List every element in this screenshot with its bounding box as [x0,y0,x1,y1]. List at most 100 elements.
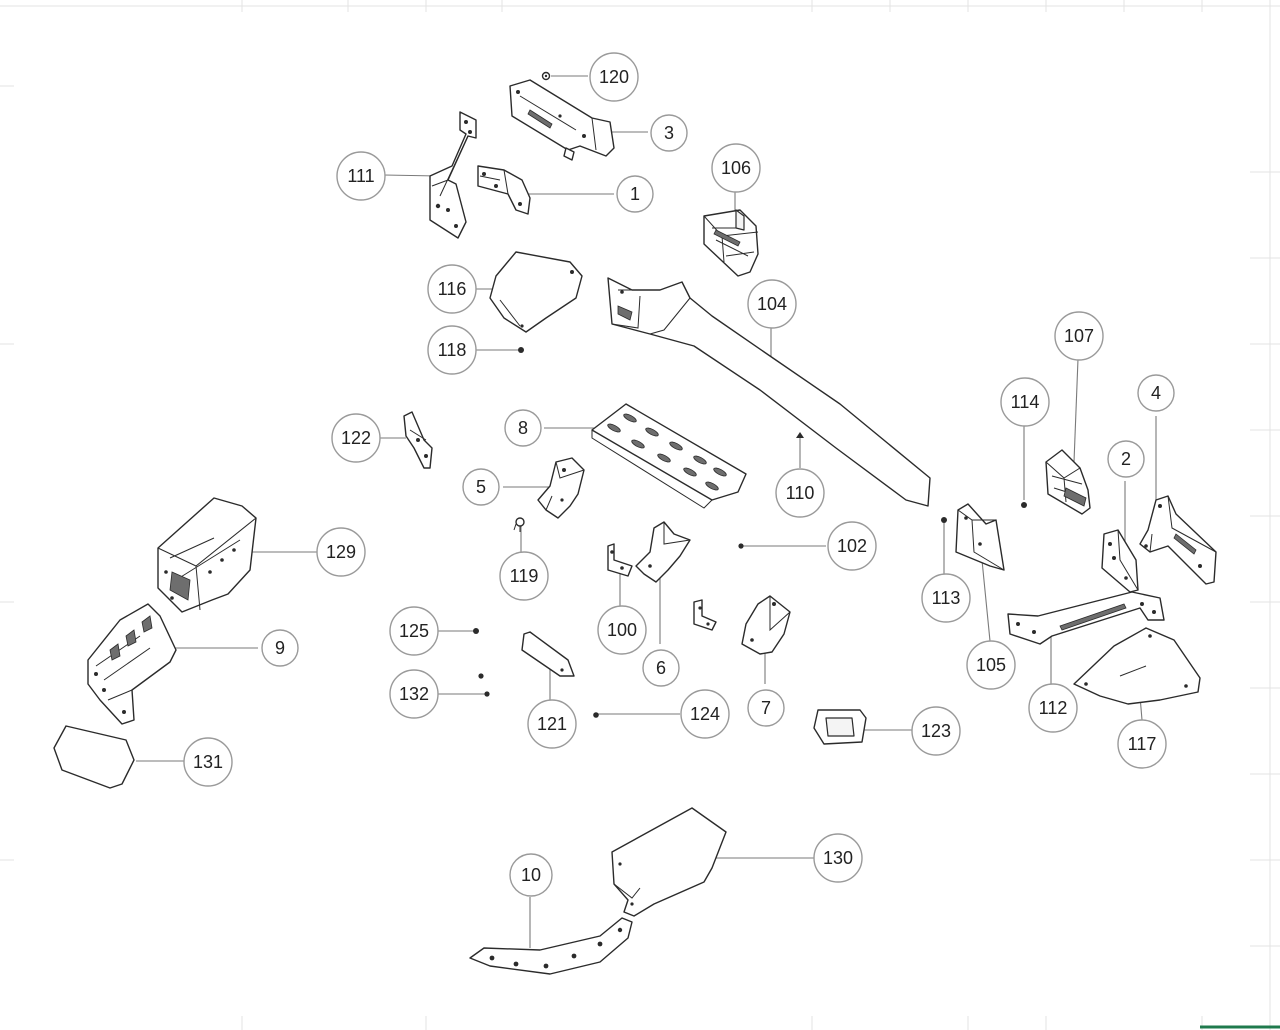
part-100-angle [607,543,633,577]
part-119-bolt [513,517,525,532]
callout-129: 129 [316,527,366,577]
svg-text:116: 116 [438,279,467,299]
svg-text:100: 100 [607,620,637,640]
part-113-nut [941,517,947,523]
part-8-perforated-plate [591,403,747,509]
svg-text:125: 125 [399,621,429,641]
svg-text:105: 105 [976,655,1006,675]
part-118-nut [518,347,524,353]
part-132-screws [478,673,490,697]
callout-111: 111 [336,151,386,201]
svg-text:129: 129 [326,542,356,562]
part-120-screw [541,71,551,81]
callout-130: 130 [813,833,863,883]
callout-100: 100 [597,605,647,655]
callout-125: 125 [389,606,439,656]
callout-8: 8 [504,409,542,447]
part-4-bracket [1139,495,1217,585]
svg-text:117: 117 [1128,734,1157,754]
part-1-clamp [477,165,531,215]
callout-120: 120 [589,52,639,102]
svg-text:8: 8 [518,418,528,438]
svg-text:124: 124 [690,704,720,724]
svg-text:120: 120 [599,67,629,87]
part-7-bracket [741,595,791,655]
part-106-housing [703,209,759,277]
callout-119: 119 [499,551,549,601]
svg-text:107: 107 [1064,326,1094,346]
callout-106: 106 [711,143,761,193]
callout-132: 132 [389,669,439,719]
part-122-clip [403,411,433,469]
part-124-screw [593,712,599,718]
part-129-large-bracket [157,497,257,613]
part-2-bracket [1101,529,1139,593]
svg-text:4: 4 [1151,383,1161,403]
callout-123: 123 [911,706,961,756]
part-112-long-bracket [1007,591,1165,645]
svg-text:111: 111 [347,166,374,186]
callout-3: 3 [650,114,688,152]
part-small-angle [693,599,717,631]
svg-text:113: 113 [932,588,961,608]
part-9-shroud [87,603,177,725]
part-104-long-rail [607,277,931,507]
svg-text:132: 132 [399,684,429,704]
callout-113: 113 [921,573,971,623]
callout-112: 112 [1028,683,1078,733]
callout-105: 105 [966,640,1016,690]
svg-text:10: 10 [521,865,541,885]
callout-131: 131 [183,737,233,787]
svg-text:106: 106 [721,158,751,178]
svg-text:114: 114 [1011,392,1040,412]
svg-text:102: 102 [837,536,867,556]
svg-text:1: 1 [630,184,640,204]
callout-121: 121 [527,699,577,749]
part-105-end-cap [955,503,1005,571]
part-111-support-arm [429,111,477,239]
svg-text:110: 110 [786,483,815,503]
callout-116: 116 [427,264,477,314]
callout-114: 114 [1000,377,1050,427]
part-6-clip-bracket [635,521,691,583]
callout-104: 104 [747,279,797,329]
svg-text:2: 2 [1121,449,1131,469]
callout-117: 117 [1117,719,1167,769]
part-114-screw [1021,502,1027,508]
callout-124: 124 [680,689,730,739]
svg-text:122: 122 [341,428,371,448]
part-121-plate [521,631,575,677]
callout-102: 102 [827,521,877,571]
svg-text:112: 112 [1039,698,1068,718]
part-123-handle [813,709,867,745]
part-131-pad [53,725,135,789]
callout-7: 7 [747,689,785,727]
svg-text:131: 131 [193,752,223,772]
part-125-nut [473,628,479,634]
svg-text:6: 6 [656,658,666,678]
callout-5: 5 [462,468,500,506]
callout-107: 107 [1054,311,1104,361]
callout-122: 122 [331,413,381,463]
part-130-panel [611,807,727,917]
svg-text:9: 9 [275,638,285,658]
callout-118: 118 [427,325,477,375]
svg-text:118: 118 [438,340,467,360]
svg-text:123: 123 [921,721,951,741]
callout-2: 2 [1107,440,1145,478]
callout-9: 9 [261,629,299,667]
part-10-trim-strip [469,917,633,975]
part-3-bracket [509,79,615,161]
callout-110: 110 [775,468,825,518]
svg-text:7: 7 [761,698,771,718]
svg-text:104: 104 [757,294,787,314]
svg-text:119: 119 [510,566,539,586]
callout-6: 6 [642,649,680,687]
part-110-pin [796,432,804,438]
callout-1: 1 [616,175,654,213]
svg-text:121: 121 [537,714,567,734]
callout-4: 4 [1137,374,1175,412]
svg-text:5: 5 [476,477,486,497]
